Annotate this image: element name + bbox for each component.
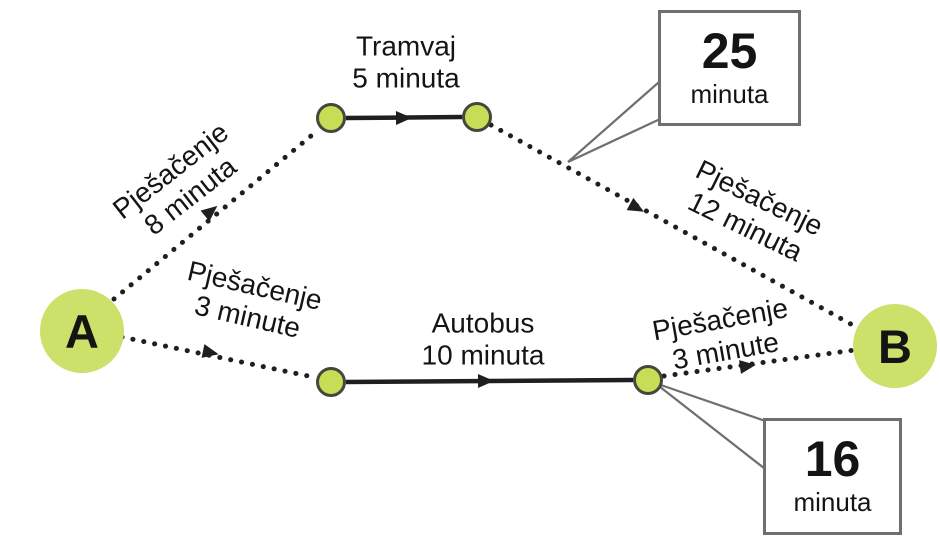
walk-edge-tram-to-b (488, 122, 861, 331)
walk-edge-a-to-tram (111, 128, 320, 302)
arrow-walk-bus-to-b (739, 360, 756, 374)
tram-start-station-node (316, 103, 346, 133)
node-a-label: A (65, 304, 99, 358)
callout-tram-route-total: 25 minuta (658, 10, 801, 126)
bus-route-total-unit: minuta (793, 487, 872, 518)
walk-edge-bus-to-b (661, 347, 858, 379)
arrow-tram (395, 111, 412, 125)
tram-route-total-unit: minuta (690, 78, 769, 109)
bus-duration-text: 10 minuta (421, 340, 545, 371)
node-b-label: B (878, 319, 912, 373)
tram-mode-text: Tramvaj (355, 30, 457, 62)
edge-label-bus: Autobus 10 minuta (422, 308, 545, 373)
node-b: B (853, 304, 937, 388)
tram-duration-text: 5 minuta (352, 63, 460, 94)
callout-tail-16 (654, 381, 779, 475)
node-a: A (40, 289, 124, 373)
tram-route-total-value: 25 (701, 22, 758, 79)
bus-end-station-node (633, 365, 663, 395)
arrow-bus (477, 374, 494, 388)
bus-route-total-value: 16 (804, 431, 861, 488)
tram-end-station-node (462, 102, 492, 132)
bus-start-station-node (316, 367, 346, 397)
arrow-walk-tram-to-b (626, 197, 645, 212)
arrow-walk-a-to-tram (200, 205, 218, 222)
walk-edge-a-to-bus (119, 334, 316, 380)
callout-bus-route-total: 16 minuta (763, 418, 902, 535)
edge-label-tram: Tramvaj 5 minuta (352, 31, 459, 96)
bus-mode-text: Autobus (431, 307, 535, 339)
arrow-walk-a-to-bus (201, 344, 219, 358)
